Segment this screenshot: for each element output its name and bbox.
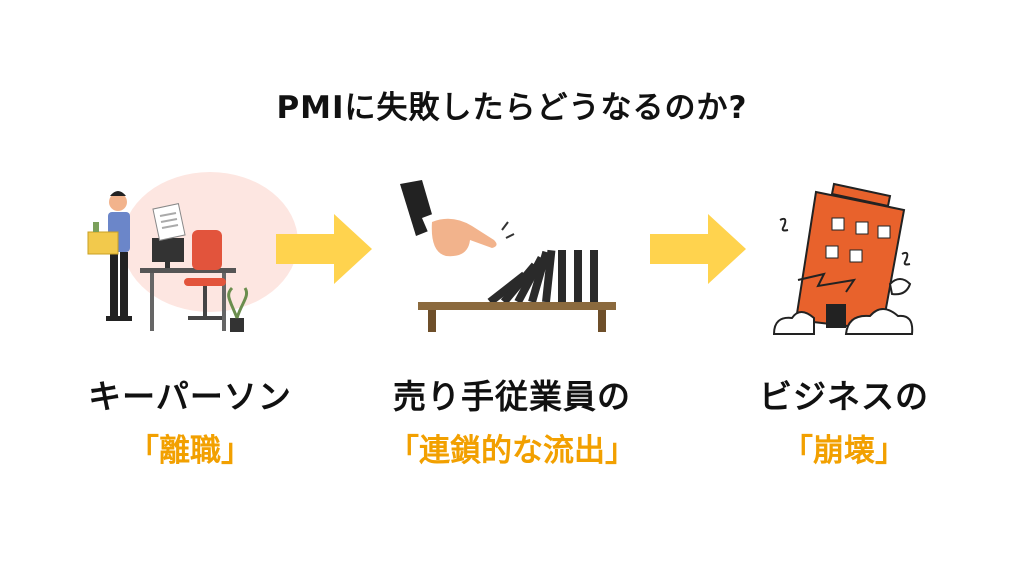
page-title: PMIに失敗したらどうなるのか?	[276, 90, 748, 126]
step-label: 売り手従業員の	[393, 377, 631, 416]
step-key-person: キーパーソン 「離職」	[60, 170, 320, 490]
resigning-person-icon	[87, 172, 298, 332]
arrow-right-icon	[650, 214, 746, 284]
collapsing-building-icon	[772, 182, 914, 335]
step-highlight: 「連鎖的な流出」	[388, 433, 636, 469]
step-business-collapse: ビジネスの 「崩壊」	[714, 170, 974, 490]
step-highlight: 「離職」	[128, 433, 252, 469]
step-label: ビジネスの	[759, 377, 929, 416]
step-label: キーパーソン	[88, 377, 292, 416]
arrow-right-icon	[276, 214, 372, 284]
step-employee-outflow: 売り手従業員の 「連鎖的な流出」	[382, 170, 642, 490]
step-highlight: 「崩壊」	[782, 433, 906, 469]
falling-dominoes-icon	[400, 180, 616, 332]
